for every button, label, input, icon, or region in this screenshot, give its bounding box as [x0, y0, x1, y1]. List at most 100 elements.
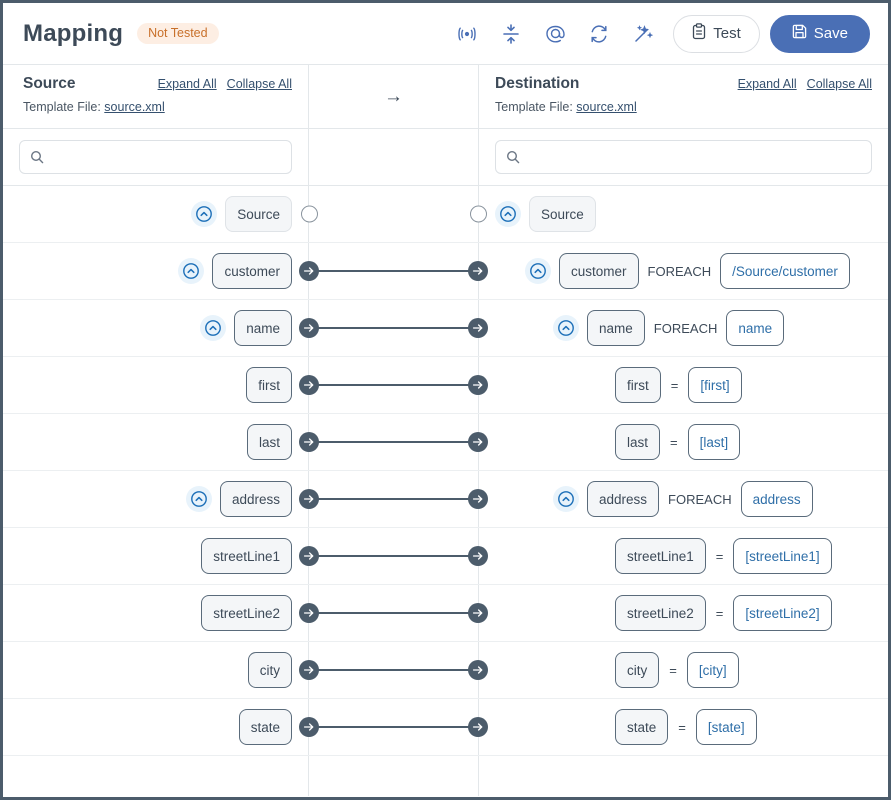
destination-node-chip[interactable]: customer: [559, 253, 639, 289]
source-expand-all-link[interactable]: Expand All: [157, 77, 217, 91]
magic-wand-icon[interactable]: [631, 22, 655, 46]
destination-template-file-link[interactable]: source.xml: [576, 100, 637, 114]
connector-cell: [299, 642, 488, 698]
source-connector-point[interactable]: [300, 205, 318, 223]
search-row: [3, 129, 888, 186]
destination-node-chip[interactable]: city: [615, 652, 660, 688]
destination-template-label: Template File:: [495, 100, 573, 114]
source-node-chip[interactable]: streetLine2: [201, 595, 292, 631]
source-node-chip[interactable]: customer: [212, 253, 292, 289]
destination-connector-arrow[interactable]: [468, 717, 488, 737]
destination-node-chip[interactable]: last: [615, 424, 661, 460]
save-button-label: Save: [813, 25, 848, 42]
broadcast-icon[interactable]: [455, 22, 479, 46]
destination-cell: first=[first]: [479, 357, 888, 413]
destination-expression-chip[interactable]: [streetLine1]: [733, 538, 832, 574]
destination-cell: Source: [479, 186, 888, 242]
source-search-input[interactable]: [52, 149, 281, 165]
connector-line: [309, 327, 478, 329]
source-template-file-link[interactable]: source.xml: [104, 100, 165, 114]
source-node-chip[interactable]: name: [234, 310, 292, 346]
destination-connector-arrow[interactable]: [468, 546, 488, 566]
source-connector-arrow[interactable]: [299, 261, 319, 281]
destination-search-box[interactable]: [495, 140, 872, 174]
destination-search-input[interactable]: [528, 149, 861, 165]
destination-collapse-toggle[interactable]: [553, 486, 579, 512]
source-node-chip[interactable]: first: [246, 367, 292, 403]
destination-collapse-toggle[interactable]: [495, 201, 521, 227]
source-connector-arrow[interactable]: [299, 318, 319, 338]
source-cell: city: [3, 642, 309, 698]
source-node-chip[interactable]: address: [219, 481, 292, 517]
destination-connector-arrow[interactable]: [468, 603, 488, 623]
destination-connector-arrow[interactable]: [468, 432, 488, 452]
source-panel-header: Source Expand All Collapse All Template …: [3, 65, 309, 128]
source-connector-arrow[interactable]: [299, 603, 319, 623]
destination-expression-chip[interactable]: [last]: [687, 424, 741, 460]
destination-node-chip[interactable]: streetLine1: [615, 538, 706, 574]
source-connector-arrow[interactable]: [299, 717, 319, 737]
destination-node-chip[interactable]: state: [615, 709, 669, 745]
destination-collapse-toggle[interactable]: [525, 258, 551, 284]
source-node-chip[interactable]: streetLine1: [201, 538, 292, 574]
destination-expression-chip[interactable]: address: [740, 481, 813, 517]
destination-cell: address FOREACH address: [479, 471, 888, 527]
collapse-vertical-icon[interactable]: [499, 22, 523, 46]
source-collapse-toggle[interactable]: [178, 258, 205, 284]
source-connector-arrow[interactable]: [299, 375, 319, 395]
connector-cell: [299, 414, 488, 470]
source-node-chip[interactable]: state: [238, 709, 292, 745]
destination-cell: last=[last]: [479, 414, 888, 470]
source-connector-arrow[interactable]: [299, 432, 319, 452]
destination-node-chip[interactable]: Source: [529, 196, 596, 232]
destination-connector-arrow[interactable]: [468, 489, 488, 509]
source-collapse-toggle[interactable]: [185, 486, 212, 512]
destination-expression-chip[interactable]: [first]: [688, 367, 742, 403]
source-cell: address: [3, 471, 309, 527]
source-panel-title: Source: [23, 75, 76, 92]
at-icon[interactable]: [543, 22, 567, 46]
destination-connector-point[interactable]: [469, 205, 487, 223]
destination-operator: =: [669, 662, 677, 678]
destination-node-chip[interactable]: name: [587, 310, 645, 346]
destination-expression-chip[interactable]: [state]: [695, 709, 757, 745]
refresh-icon[interactable]: [587, 22, 611, 46]
destination-connector-arrow[interactable]: [468, 261, 488, 281]
source-connector-arrow[interactable]: [299, 489, 319, 509]
destination-panel-title: Destination: [495, 75, 580, 92]
test-button[interactable]: Test: [673, 14, 760, 53]
destination-cell: state=[state]: [479, 699, 888, 755]
source-collapse-toggle[interactable]: [200, 315, 227, 341]
panel-headers: Source Expand All Collapse All Template …: [3, 65, 888, 129]
mapping-row: city city = [city]: [3, 642, 888, 699]
source-connector-arrow[interactable]: [299, 660, 319, 680]
destination-node-chip[interactable]: streetLine2: [615, 595, 706, 631]
destination-expression-chip[interactable]: /Source/customer: [720, 253, 850, 289]
source-collapse-toggle[interactable]: [191, 201, 218, 227]
destination-node-chip[interactable]: first: [615, 367, 661, 403]
destination-collapse-all-link[interactable]: Collapse All: [806, 77, 872, 91]
destination-connector-arrow[interactable]: [468, 660, 488, 680]
source-search-box[interactable]: [19, 140, 292, 174]
destination-expression-chip[interactable]: [city]: [686, 652, 739, 688]
destination-operator: FOREACH: [668, 491, 732, 507]
source-node-chip[interactable]: city: [247, 652, 292, 688]
source-connector-arrow[interactable]: [299, 546, 319, 566]
connector-cell: [300, 186, 487, 242]
destination-connector-arrow[interactable]: [468, 318, 488, 338]
destination-connector-arrow[interactable]: [468, 375, 488, 395]
destination-collapse-toggle[interactable]: [553, 315, 579, 341]
destination-expand-all-link[interactable]: Expand All: [737, 77, 797, 91]
save-button[interactable]: Save: [769, 14, 870, 53]
source-node-chip[interactable]: last: [246, 424, 292, 460]
destination-expression-chip[interactable]: name: [726, 310, 785, 346]
destination-operator: =: [715, 605, 724, 621]
source-node-chip[interactable]: Source: [225, 196, 292, 232]
source-collapse-all-link[interactable]: Collapse All: [226, 77, 292, 91]
destination-expression-chip[interactable]: [streetLine2]: [733, 595, 832, 631]
page-title: Mapping: [23, 19, 124, 47]
connector-cell: [299, 699, 488, 755]
destination-node-chip[interactable]: address: [587, 481, 660, 517]
connector-cell: [299, 471, 488, 527]
